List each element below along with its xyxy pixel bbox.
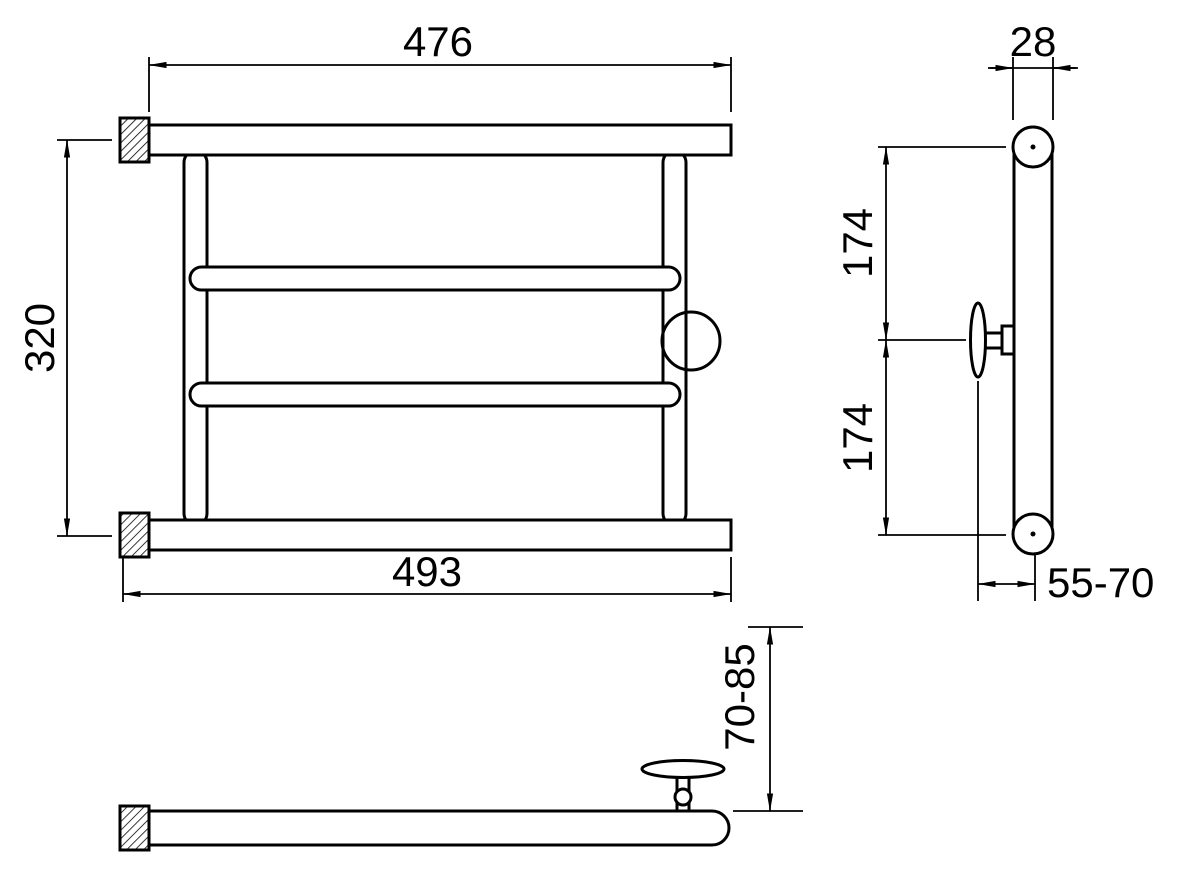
top-cap-center-dot <box>1030 144 1036 150</box>
plan-rail-bar <box>147 809 731 847</box>
right-post <box>661 149 688 527</box>
dimension-label: 28 <box>1010 18 1057 65</box>
dimension-label: 476 <box>403 18 473 65</box>
crossbar-lower <box>188 381 682 408</box>
dimension-label: 320 <box>16 303 63 373</box>
side-tube <box>1012 126 1054 548</box>
left-post <box>182 149 209 527</box>
dimension-front-height: 320 <box>16 139 112 537</box>
top-rail-bar <box>147 123 733 157</box>
dimension-plan-bracket-reach: 70-85 <box>716 626 803 812</box>
plan-threaded-fitting <box>118 804 151 852</box>
threaded-fitting-bottom <box>118 511 151 559</box>
dimension-label-lower: 174 <box>834 403 881 473</box>
dimension-label: 493 <box>392 548 462 595</box>
crossbar-upper <box>188 265 682 292</box>
dimension-side-spacings: 174 174 <box>834 146 1006 536</box>
dimension-side-wall-distance: 55-70 <box>977 381 1154 606</box>
plan-wall-plate-disc <box>640 759 726 779</box>
dimension-side-tube-width: 28 <box>988 18 1078 120</box>
dimension-label: 55-70 <box>1047 559 1154 606</box>
plan-bracket-joint <box>673 787 693 807</box>
wall-plate-disc <box>969 301 987 379</box>
front-view <box>118 116 733 559</box>
bottom-cap-center-dot <box>1030 531 1036 537</box>
dimension-label: 70-85 <box>716 643 763 750</box>
bottom-rail-bar <box>147 518 733 552</box>
dimension-label-upper: 174 <box>834 208 881 278</box>
dimension-front-bottom-width: 493 <box>122 548 732 602</box>
dimension-front-top-width: 476 <box>148 18 732 112</box>
side-view <box>969 125 1055 556</box>
wall-bracket-front-circle <box>660 310 722 372</box>
threaded-fitting-top <box>118 116 151 164</box>
plan-view <box>118 759 731 852</box>
